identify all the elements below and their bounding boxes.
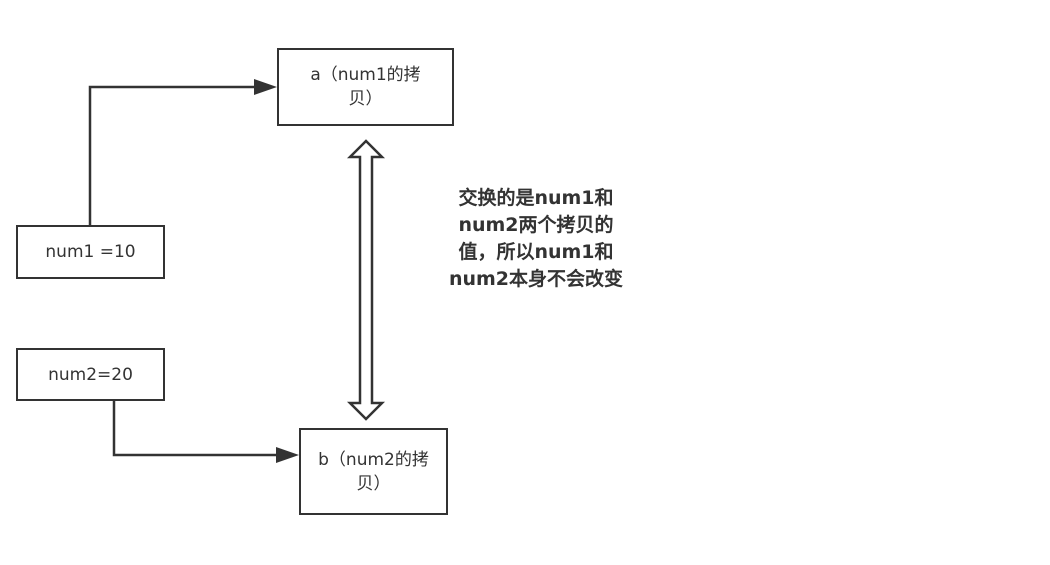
node-num2: num2=20 — [16, 348, 165, 401]
node-num1: num1 =10 — [16, 225, 165, 279]
node-b-copy: b（num2的拷贝） — [299, 428, 448, 515]
annotation-text: 交换的是num1和num2两个拷贝的值，所以num1和num2本身不会改变 — [448, 187, 624, 290]
node-num2-label: num2=20 — [48, 364, 133, 385]
node-b-copy-label: b（num2的拷贝） — [318, 449, 429, 494]
connector-num1-to-a — [88, 79, 277, 225]
double-arrow-icon — [346, 139, 386, 421]
connector-num2-to-b — [112, 401, 299, 463]
arrowhead-icon — [254, 79, 277, 95]
node-num1-label: num1 =10 — [45, 242, 136, 262]
node-a-copy: a（num1的拷贝） — [277, 48, 454, 126]
arrowhead-icon — [276, 447, 299, 463]
node-a-copy-label: a（num1的拷贝） — [310, 65, 421, 109]
